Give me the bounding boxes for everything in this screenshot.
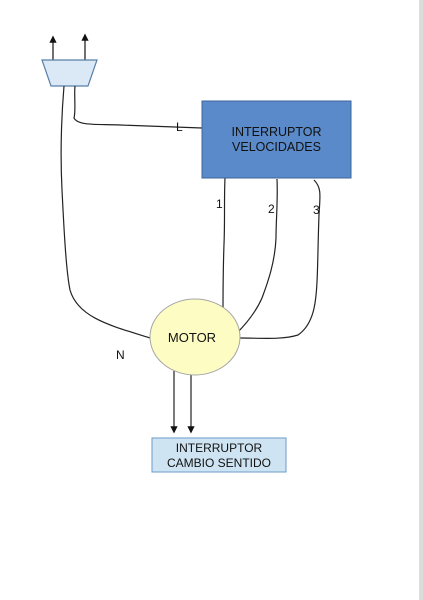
direction-switch-label-line1: INTERRUPTOR: [176, 441, 263, 455]
wire-speed-1: [222, 177, 226, 313]
wire-speed-2: [235, 178, 278, 335]
motor-circle: [149, 298, 241, 376]
direction-switch-label-line2: CAMBIO SENTIDO: [167, 456, 271, 470]
plug-icon: [41, 59, 98, 87]
speed-switch-label-line1: INTERRUPTOR: [231, 125, 321, 139]
wire-label-speed-1: 1: [216, 197, 223, 211]
wire-label-speed-2: 2: [268, 202, 275, 216]
wire-live: [73, 85, 203, 129]
wire-label-neutral: N: [116, 348, 125, 362]
wire-speed-3: [239, 179, 321, 339]
speed-switch-label-line2: VELOCIDADES: [232, 140, 321, 154]
wire-neutral: [60, 85, 151, 339]
speed-switch-box: [201, 100, 352, 179]
motor-label: MOTOR: [168, 330, 216, 345]
wire-label-live: L: [176, 120, 183, 134]
right-edge-strip: [419, 0, 423, 600]
wire-label-speed-3: 3: [313, 203, 320, 217]
direction-switch-box: [151, 437, 287, 473]
